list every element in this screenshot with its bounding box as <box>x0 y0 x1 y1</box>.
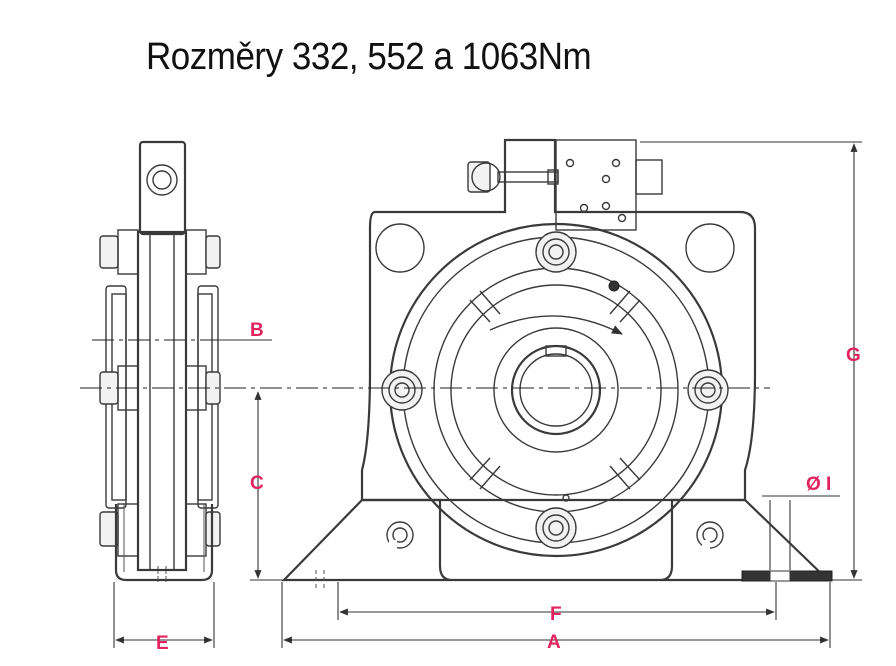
label-f: F <box>550 604 562 625</box>
radial-spokes <box>469 290 641 490</box>
side-bolt-top-left <box>99 229 139 275</box>
side-bolt-bottom-right <box>185 503 221 557</box>
dimension-lines <box>113 141 862 648</box>
flange-bolt-right <box>687 369 729 411</box>
top-bolt <box>467 161 559 193</box>
rotation-arrow <box>489 315 623 335</box>
label-a: A <box>547 632 561 653</box>
flange-bolt-left <box>381 369 423 411</box>
label-c: C <box>250 473 264 494</box>
center-lines <box>80 339 770 389</box>
plate-holes <box>565 158 627 223</box>
page-title: Rozměry 332, 552 a 1063Nm <box>146 36 592 78</box>
flange-bolt-top <box>535 231 577 273</box>
indicator-dot <box>608 280 620 292</box>
side-bolt-top-right <box>185 229 221 275</box>
label-diameter-i: Ø I <box>806 474 831 495</box>
side-view <box>99 140 221 582</box>
side-bolt-bottom-left <box>99 503 139 557</box>
front-view <box>281 138 833 590</box>
hub-bore <box>510 344 602 436</box>
hub-outer <box>493 327 619 453</box>
flange-bolt-bottom <box>535 507 577 549</box>
clip-left <box>386 521 414 550</box>
label-e: E <box>156 633 169 654</box>
corner-boss-right <box>685 223 735 273</box>
corner-boss-left <box>375 223 425 273</box>
label-b: B <box>250 320 264 341</box>
label-g: G <box>846 345 861 366</box>
clip-right <box>696 521 724 550</box>
